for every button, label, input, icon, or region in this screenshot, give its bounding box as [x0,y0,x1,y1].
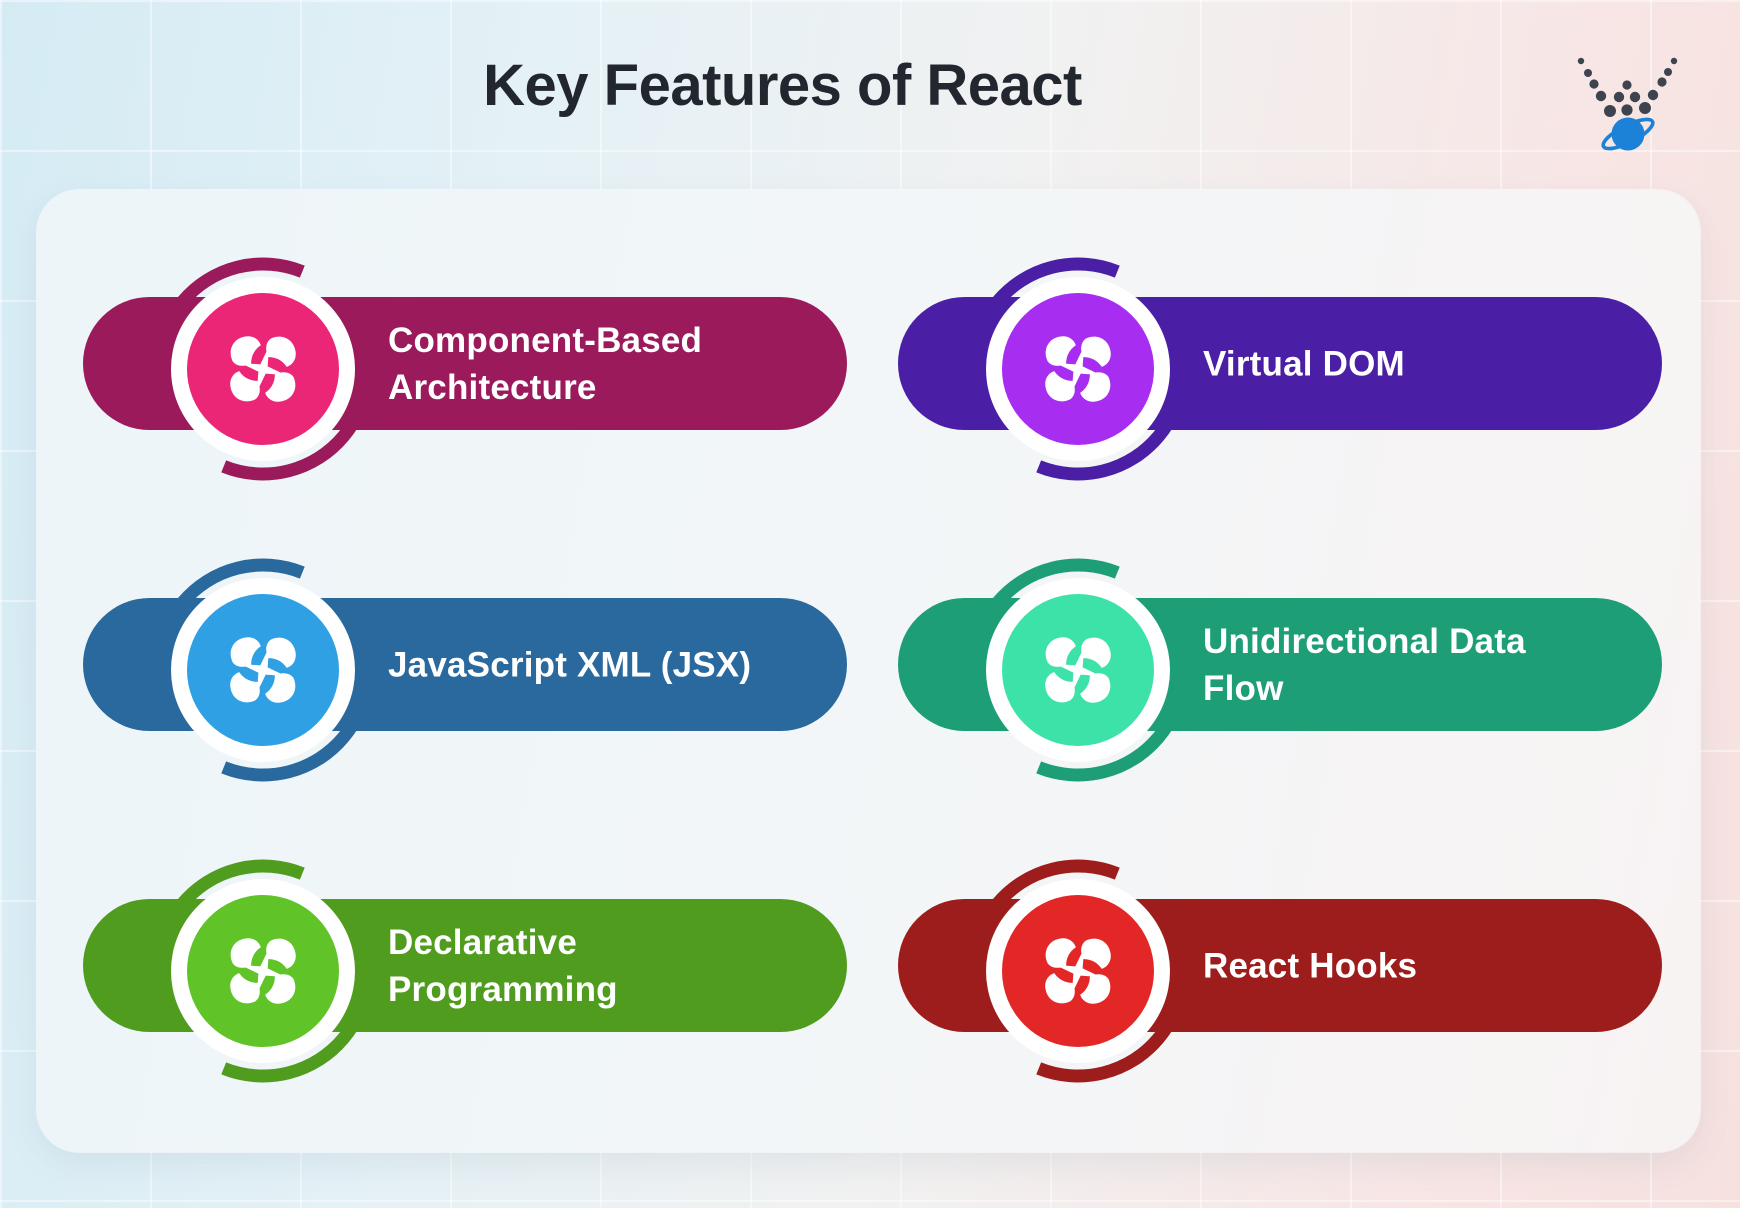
planet-icon [1601,117,1655,151]
page-title: Key Features of React [483,53,1082,118]
feature-badge [958,851,1198,1091]
feature-card: Unidirectional Data Flow [898,558,1662,781]
feature-badge [958,550,1198,790]
feature-badge [958,249,1198,489]
feature-label: Virtual DOM [1203,344,1405,383]
pinwheel-icon [1045,335,1111,402]
feature-card: React Hooks [898,859,1662,1082]
feature-card: Declarative Programming [83,859,847,1082]
pinwheel-icon [1045,937,1111,1004]
feature-badge [143,851,383,1091]
feature-label: React Hooks [1203,946,1418,985]
feature-label: Unidirectional Data Flow [1203,621,1526,708]
feature-badge [143,249,383,489]
feature-card: Virtual DOM [898,257,1662,480]
feature-card: Component-Based Architecture [83,257,847,480]
feature-grid: Component-Based Architecture Virtual DOM [83,257,1662,1082]
pinwheel-icon [230,335,296,402]
feature-label: JavaScript XML (JSX) [388,645,752,684]
brand-logo [1577,57,1678,151]
feature-label: Component-Based Architecture [388,320,703,407]
feature-card: JavaScript XML (JSX) [83,558,847,781]
pinwheel-icon [230,937,296,1004]
content-panel: Component-Based Architecture Virtual DOM [37,190,1700,1152]
dotted-v-icon [1577,57,1678,117]
feature-badge [143,550,383,790]
feature-label: Declarative Programming [388,922,618,1009]
pinwheel-icon [230,636,296,703]
pinwheel-icon [1045,636,1111,703]
